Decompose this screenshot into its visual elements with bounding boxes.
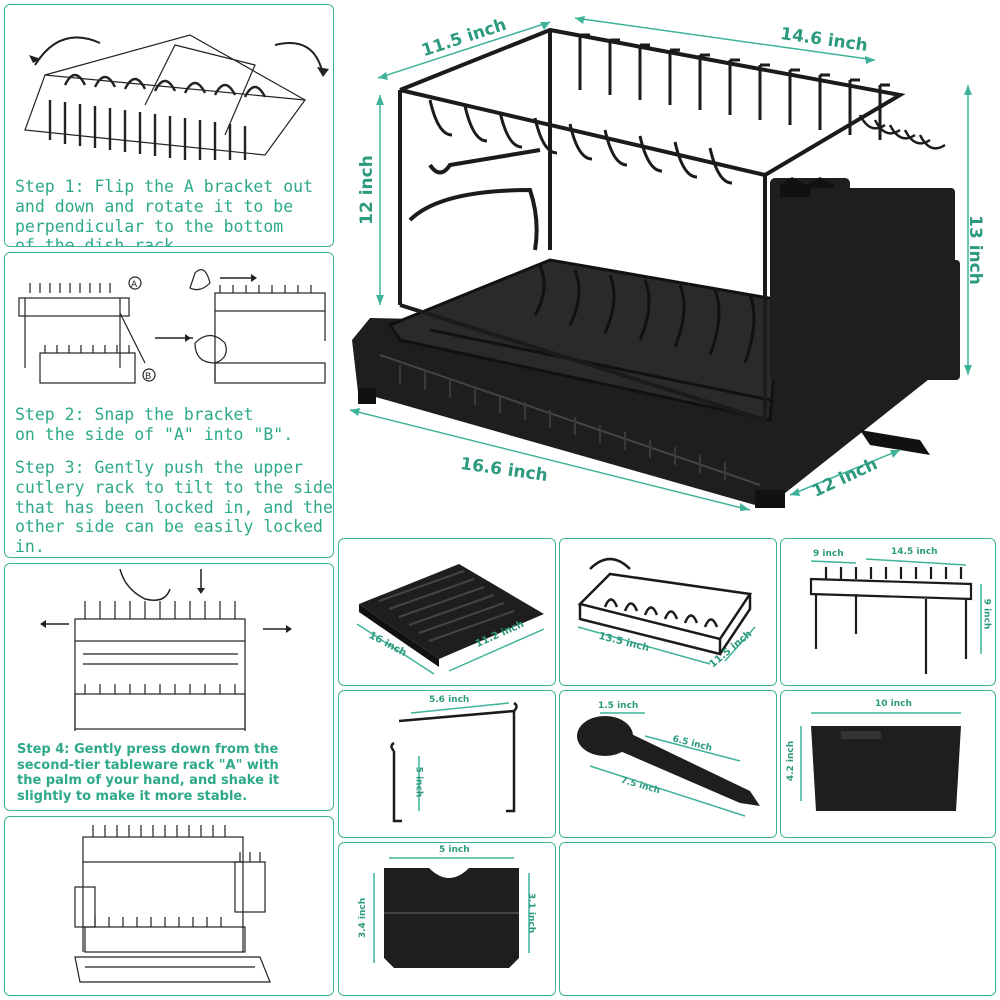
hook-height: 5 inch xyxy=(413,766,424,798)
cup-holder-height: 4.2 inch xyxy=(786,740,797,782)
dim-height-right: 13 inch xyxy=(964,215,985,285)
step1-text: Step 1: Flip the A bracket out and down … xyxy=(15,177,314,247)
main-product-area: 11.5 inch 14.6 inch 12 inch 13 inch 16.6… xyxy=(340,0,1000,535)
utensil-holder-panel: 5 inch 3.4 inch 3.1 inch xyxy=(338,842,556,996)
upper-rack-width: 14.5 inch xyxy=(891,547,938,557)
empty-panel xyxy=(559,842,996,996)
cup-holder-icon xyxy=(800,712,961,811)
lower-rack-panel: 13.5 inch 11.5 inch xyxy=(559,538,777,686)
cup-holder-panel: 10 inch 4.2 inch xyxy=(780,690,996,838)
upper-rack-height: 9 inch xyxy=(981,598,992,630)
drip-tray-icon xyxy=(356,564,545,675)
press-down-illustration xyxy=(40,568,292,731)
callout-a: A xyxy=(131,280,138,290)
assembled-panel xyxy=(4,816,334,996)
spout-icon xyxy=(577,712,760,817)
hook-panel: 5.6 inch 5 inch xyxy=(338,690,556,838)
cup-holder-width: 10 inch xyxy=(875,699,912,709)
dish-rack-illustration xyxy=(349,16,972,511)
drip-tray-panel: 16 inch 11.2 inch xyxy=(338,538,556,686)
step2-3-panel: A B Step 2: Snap the bracket on the side… xyxy=(4,252,334,558)
spout-tip: 1.5 inch xyxy=(598,701,639,711)
step2-text: Step 2: Snap the bracket on the side of … xyxy=(15,405,294,444)
assembled-rack-illustration xyxy=(74,825,271,983)
callout-b: B xyxy=(145,372,151,382)
upper-rack-icon xyxy=(809,558,982,674)
snap-bracket-illustration: A B xyxy=(18,269,326,384)
dim-height-left: 12 inch xyxy=(356,155,377,225)
flip-bracket-illustration xyxy=(24,34,329,160)
lower-rack-icon xyxy=(577,557,756,665)
hook-icon xyxy=(390,701,518,823)
step3-text: Step 3: Gently push the upper cutlery ra… xyxy=(15,458,333,557)
spout-panel: 1.5 inch 6.5 inch 7.5 inch xyxy=(559,690,777,838)
utensil-holder-right-height: 3.1 inch xyxy=(526,892,537,934)
step4-panel: Step 4: Gently press down from the secon… xyxy=(4,563,334,811)
utensil-holder-width: 5 inch xyxy=(439,845,470,855)
upper-rack-depth: 9 inch xyxy=(813,549,844,559)
hook-width: 5.6 inch xyxy=(429,695,470,705)
upper-rack-panel: 9 inch 14.5 inch 9 inch xyxy=(780,538,996,686)
step1-panel: Step 1: Flip the A bracket out and down … xyxy=(4,4,334,247)
utensil-holder-icon xyxy=(373,857,530,968)
step4-text: Step 4: Gently press down from the secon… xyxy=(17,742,280,804)
utensil-holder-left-height: 3.4 inch xyxy=(358,897,369,939)
